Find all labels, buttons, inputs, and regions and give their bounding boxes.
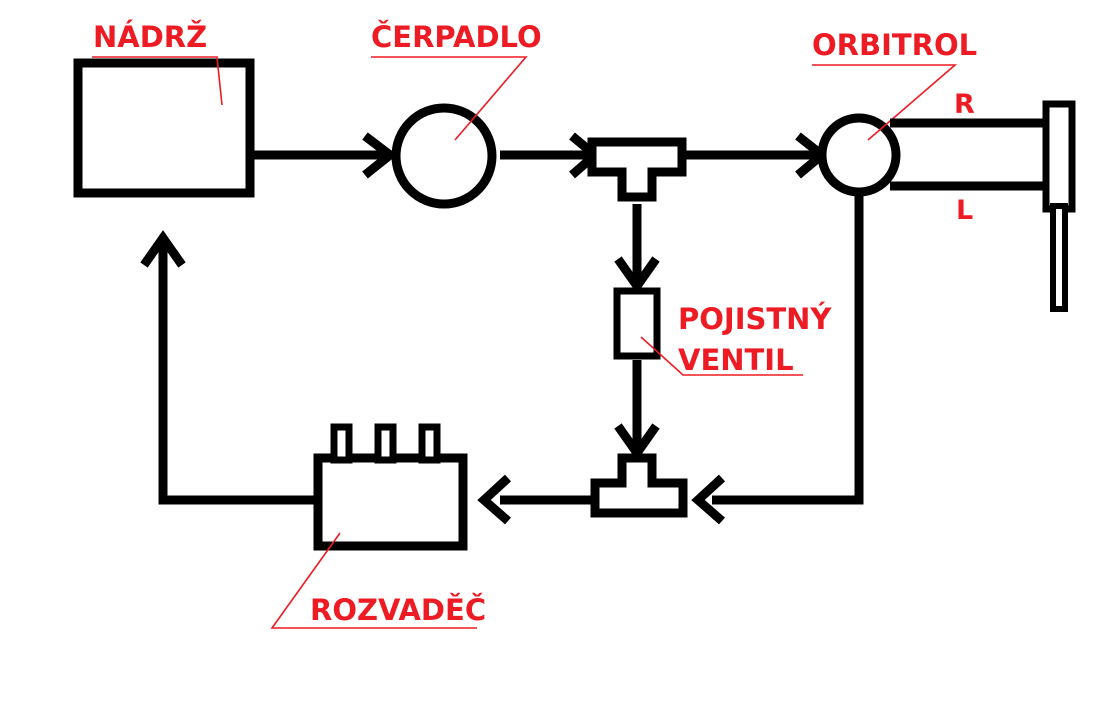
line-distributor-to-tank — [158, 245, 318, 505]
orbitrol-leader-line — [812, 64, 958, 141]
tee-top-shape[interactable] — [587, 137, 687, 202]
distributor-label: ROZVADĚČ — [310, 593, 486, 627]
distributor-body[interactable] — [313, 453, 468, 551]
distributor-tab-3[interactable] — [418, 423, 441, 464]
tee-bottom-shape[interactable] — [590, 453, 688, 518]
pump-circle[interactable] — [391, 103, 497, 209]
cylinder-body[interactable] — [1042, 100, 1076, 213]
relief-valve-label-line1: POJISTNÝ — [678, 302, 832, 336]
arrow-tee-to-relief-valve — [614, 256, 660, 294]
piston-rod[interactable] — [1050, 203, 1068, 312]
pump-label: ČERPADLO — [371, 20, 542, 54]
arrow-relief-valve-to-tee — [614, 423, 660, 461]
line-orbitrol-return-to-tee — [712, 194, 864, 505]
tank-leader-line — [92, 56, 223, 106]
arrow-orbitrol-return — [691, 474, 726, 525]
orbitrol-label: ORBITROL — [812, 28, 977, 62]
relief-valve-label-line2: VENTIL — [678, 343, 794, 377]
orbitrol-circle[interactable] — [817, 113, 901, 197]
port-label-L: L — [956, 195, 973, 226]
arrow-tee-to-distributor — [477, 474, 512, 525]
port-label-R: R — [954, 89, 975, 120]
relief-valve-leader-line — [640, 336, 803, 376]
tank-label: NÁDRŽ — [93, 20, 207, 54]
arrow-return-to-tank — [140, 230, 186, 268]
distributor-leader-line — [270, 532, 477, 629]
arrow-tank-to-pump — [362, 132, 398, 179]
tank-rect[interactable] — [73, 58, 255, 198]
distributor-tab-2[interactable] — [374, 423, 397, 464]
distributor-tab-1[interactable] — [330, 423, 353, 464]
pump-leader-line — [371, 56, 528, 141]
